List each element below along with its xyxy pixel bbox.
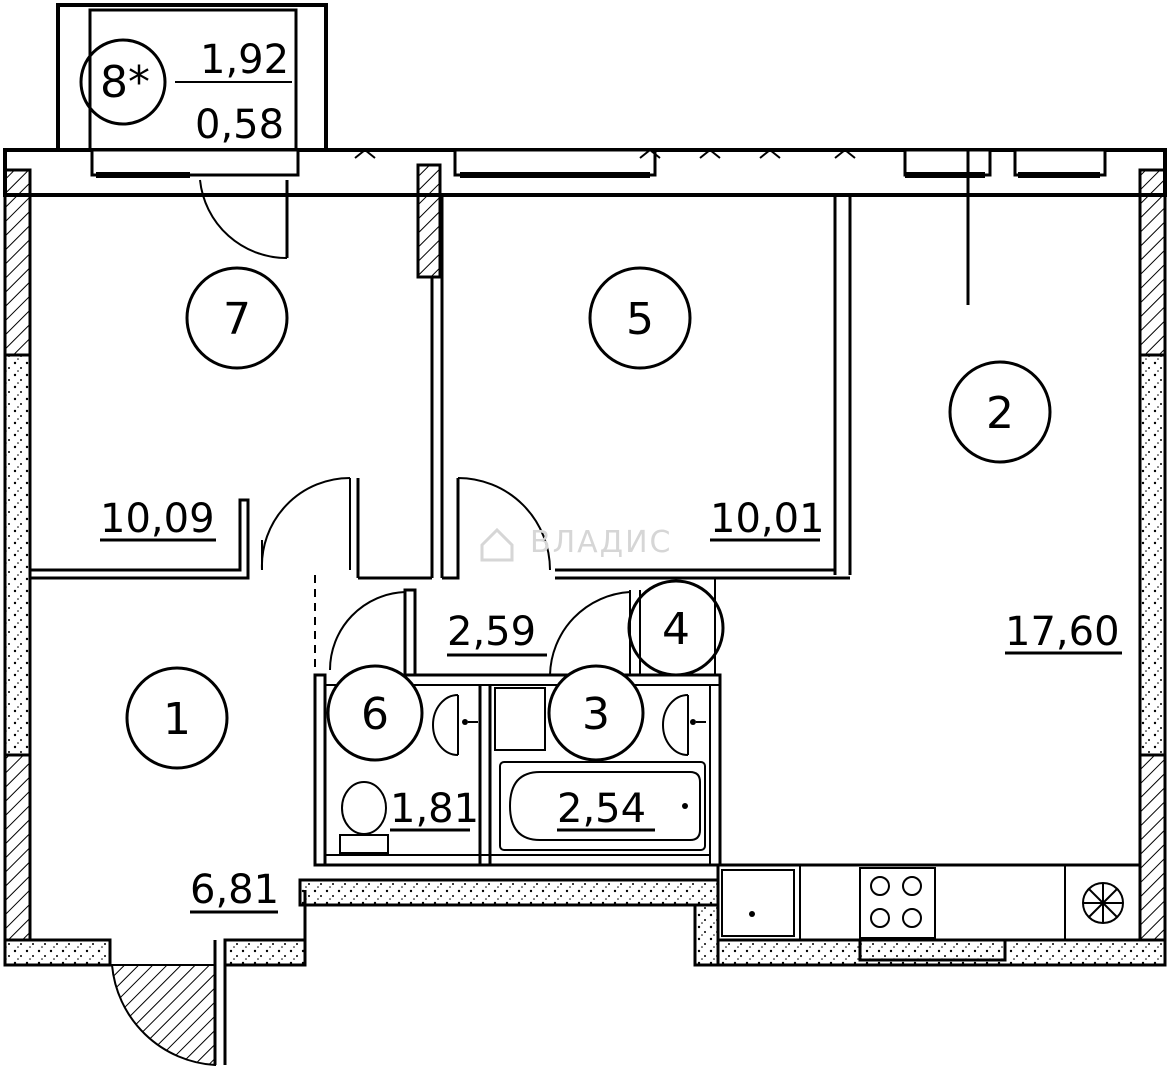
room-4-area: 2,59 [447,609,536,655]
bathtub-icon [499,761,706,851]
room-1-label: 1 6,81 [125,666,279,914]
windows [90,148,1107,305]
room-5-number: 5 [626,294,654,345]
partitions [30,163,852,1065]
watermark: ВЛАДИС [480,525,673,562]
room-7-area: 10,09 [100,496,215,542]
room-8-label: 8* 1,92 0,58 [79,37,292,148]
washing-machine [494,687,546,751]
room-2-number: 2 [986,388,1014,439]
sink-icon [662,694,706,756]
room-4-number: 4 [662,604,690,655]
room-6-number: 6 [361,689,389,740]
room-8-number: 8* [100,57,150,108]
room-8-area-top: 1,92 [200,37,289,83]
room-1-area: 6,81 [190,867,279,913]
room-3-area: 2,54 [557,786,646,832]
doors [110,179,631,1067]
fixtures [339,687,1142,962]
ventilation-icon [1082,882,1124,924]
kitchen-sink-icon [721,869,795,937]
room-1-number: 1 [163,694,191,745]
room-8-area-bottom: 0,58 [195,102,284,148]
room-2-area: 17,60 [1005,609,1120,655]
watermark-text: ВЛАДИС [530,525,673,560]
room-3-number: 3 [582,689,610,740]
room-labels: 8* 1,92 0,58 7 10,09 5 10,01 2 17,60 [79,37,1122,914]
room-2-label: 2 17,60 [948,360,1122,655]
room-7-number: 7 [223,294,251,345]
room-5-area: 10,01 [710,496,825,542]
kitchen-counter [716,863,1142,962]
room-3-label: 3 2,54 [547,664,655,832]
stove-icon [859,867,936,939]
room-6-area: 1,81 [390,786,479,832]
toilet-icon [339,781,389,854]
sink-icon [432,694,478,756]
room-6-label: 6 1,81 [326,664,479,832]
room-7-label: 7 10,09 [100,266,289,542]
room-5-label: 5 10,01 [588,266,825,542]
room-4-label: 2,59 4 [447,579,725,677]
